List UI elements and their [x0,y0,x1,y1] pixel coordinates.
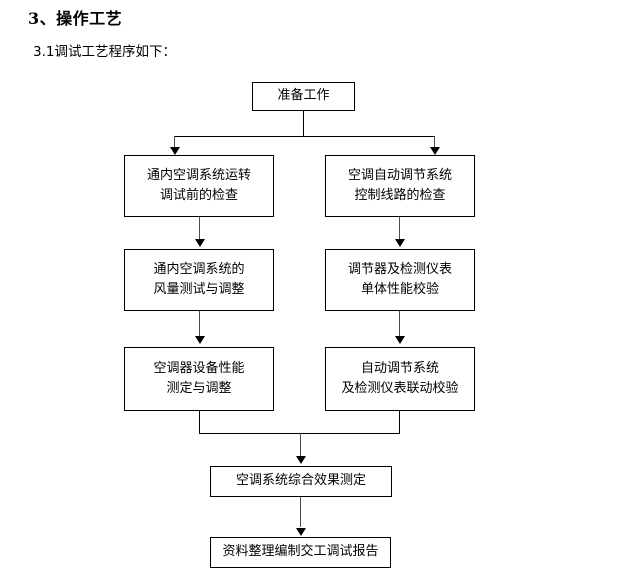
flow-node-end[interactable]: 资料整理编制交工调试报告 [210,537,391,568]
flow-node-end-line-1: 资料整理编制交工调试报告 [222,544,379,560]
flow-node-left-2-line-1: 通内空调系统的 [153,261,245,277]
flow-node-right-2-line-2: 单体性能校验 [360,282,439,297]
flow-node-right-3[interactable]: 自动调节系统 及检测仪表联动校验 [325,347,475,411]
connector-start-to-split [303,110,304,137]
arrowhead-to-end [296,528,306,536]
connector-split-right-drop [434,136,435,150]
arrowhead-to-right-2 [395,239,405,247]
arrowhead-to-right-3 [395,336,405,344]
arrowhead-to-merge-1 [296,456,306,464]
connector-left-2-to-left-3 [199,310,200,339]
connector-merge-1-to-end [300,497,301,527]
flow-node-left-3[interactable]: 空调器设备性能 测定与调整 [124,347,274,411]
connector-split-bar [174,136,434,137]
arrowhead-to-left-1 [170,147,180,155]
connector-right-2-to-right-3 [399,310,400,339]
flow-node-start-line-1: 准备工作 [277,88,330,104]
arrowhead-to-right-1 [430,147,440,155]
connector-right-1-to-right-2 [399,217,400,242]
flow-node-merge-1-line-1: 空调系统综合效果测定 [235,473,366,489]
flow-node-left-1-line-1: 通内空调系统运转 [146,167,251,183]
flow-node-right-1-line-2: 控制线路的检查 [354,188,446,203]
flow-node-right-1-line-1: 空调自动调节系统 [347,167,452,183]
arrowhead-to-left-3 [195,336,205,344]
arrowhead-to-left-2 [195,239,205,247]
flow-node-right-3-line-2: 及检测仪表联动校验 [341,381,459,396]
flow-node-right-3-line-1: 自动调节系统 [360,360,439,376]
flow-node-merge-1[interactable]: 空调系统综合效果测定 [210,466,392,497]
flow-node-right-2[interactable]: 调节器及检测仪表 单体性能校验 [325,249,475,311]
connector-merge-bar [199,433,400,434]
flow-node-right-2-line-1: 调节器及检测仪表 [347,261,452,277]
section-subheading: 3.1调试工艺程序如下： [33,44,176,60]
flow-node-left-2[interactable]: 通内空调系统的 风量测试与调整 [124,249,274,311]
connector-merge-drop [300,433,301,458]
flow-node-start[interactable]: 准备工作 [252,82,355,111]
connector-split-left-drop [174,136,175,150]
flow-node-left-1[interactable]: 通内空调系统运转 调试前的检查 [124,155,274,217]
flow-node-right-1[interactable]: 空调自动调节系统 控制线路的检查 [325,155,475,217]
flow-node-left-2-line-2: 风量测试与调整 [153,282,245,297]
flow-node-left-3-line-2: 测定与调整 [166,381,232,396]
connector-left-3-to-merge [199,410,200,434]
flow-node-left-3-line-1: 空调器设备性能 [153,360,245,376]
flow-node-left-1-line-2: 调试前的检查 [159,188,238,203]
connector-right-3-to-merge [399,410,400,434]
connector-left-1-to-left-2 [199,217,200,242]
section-heading: 3、操作工艺 [28,9,123,28]
